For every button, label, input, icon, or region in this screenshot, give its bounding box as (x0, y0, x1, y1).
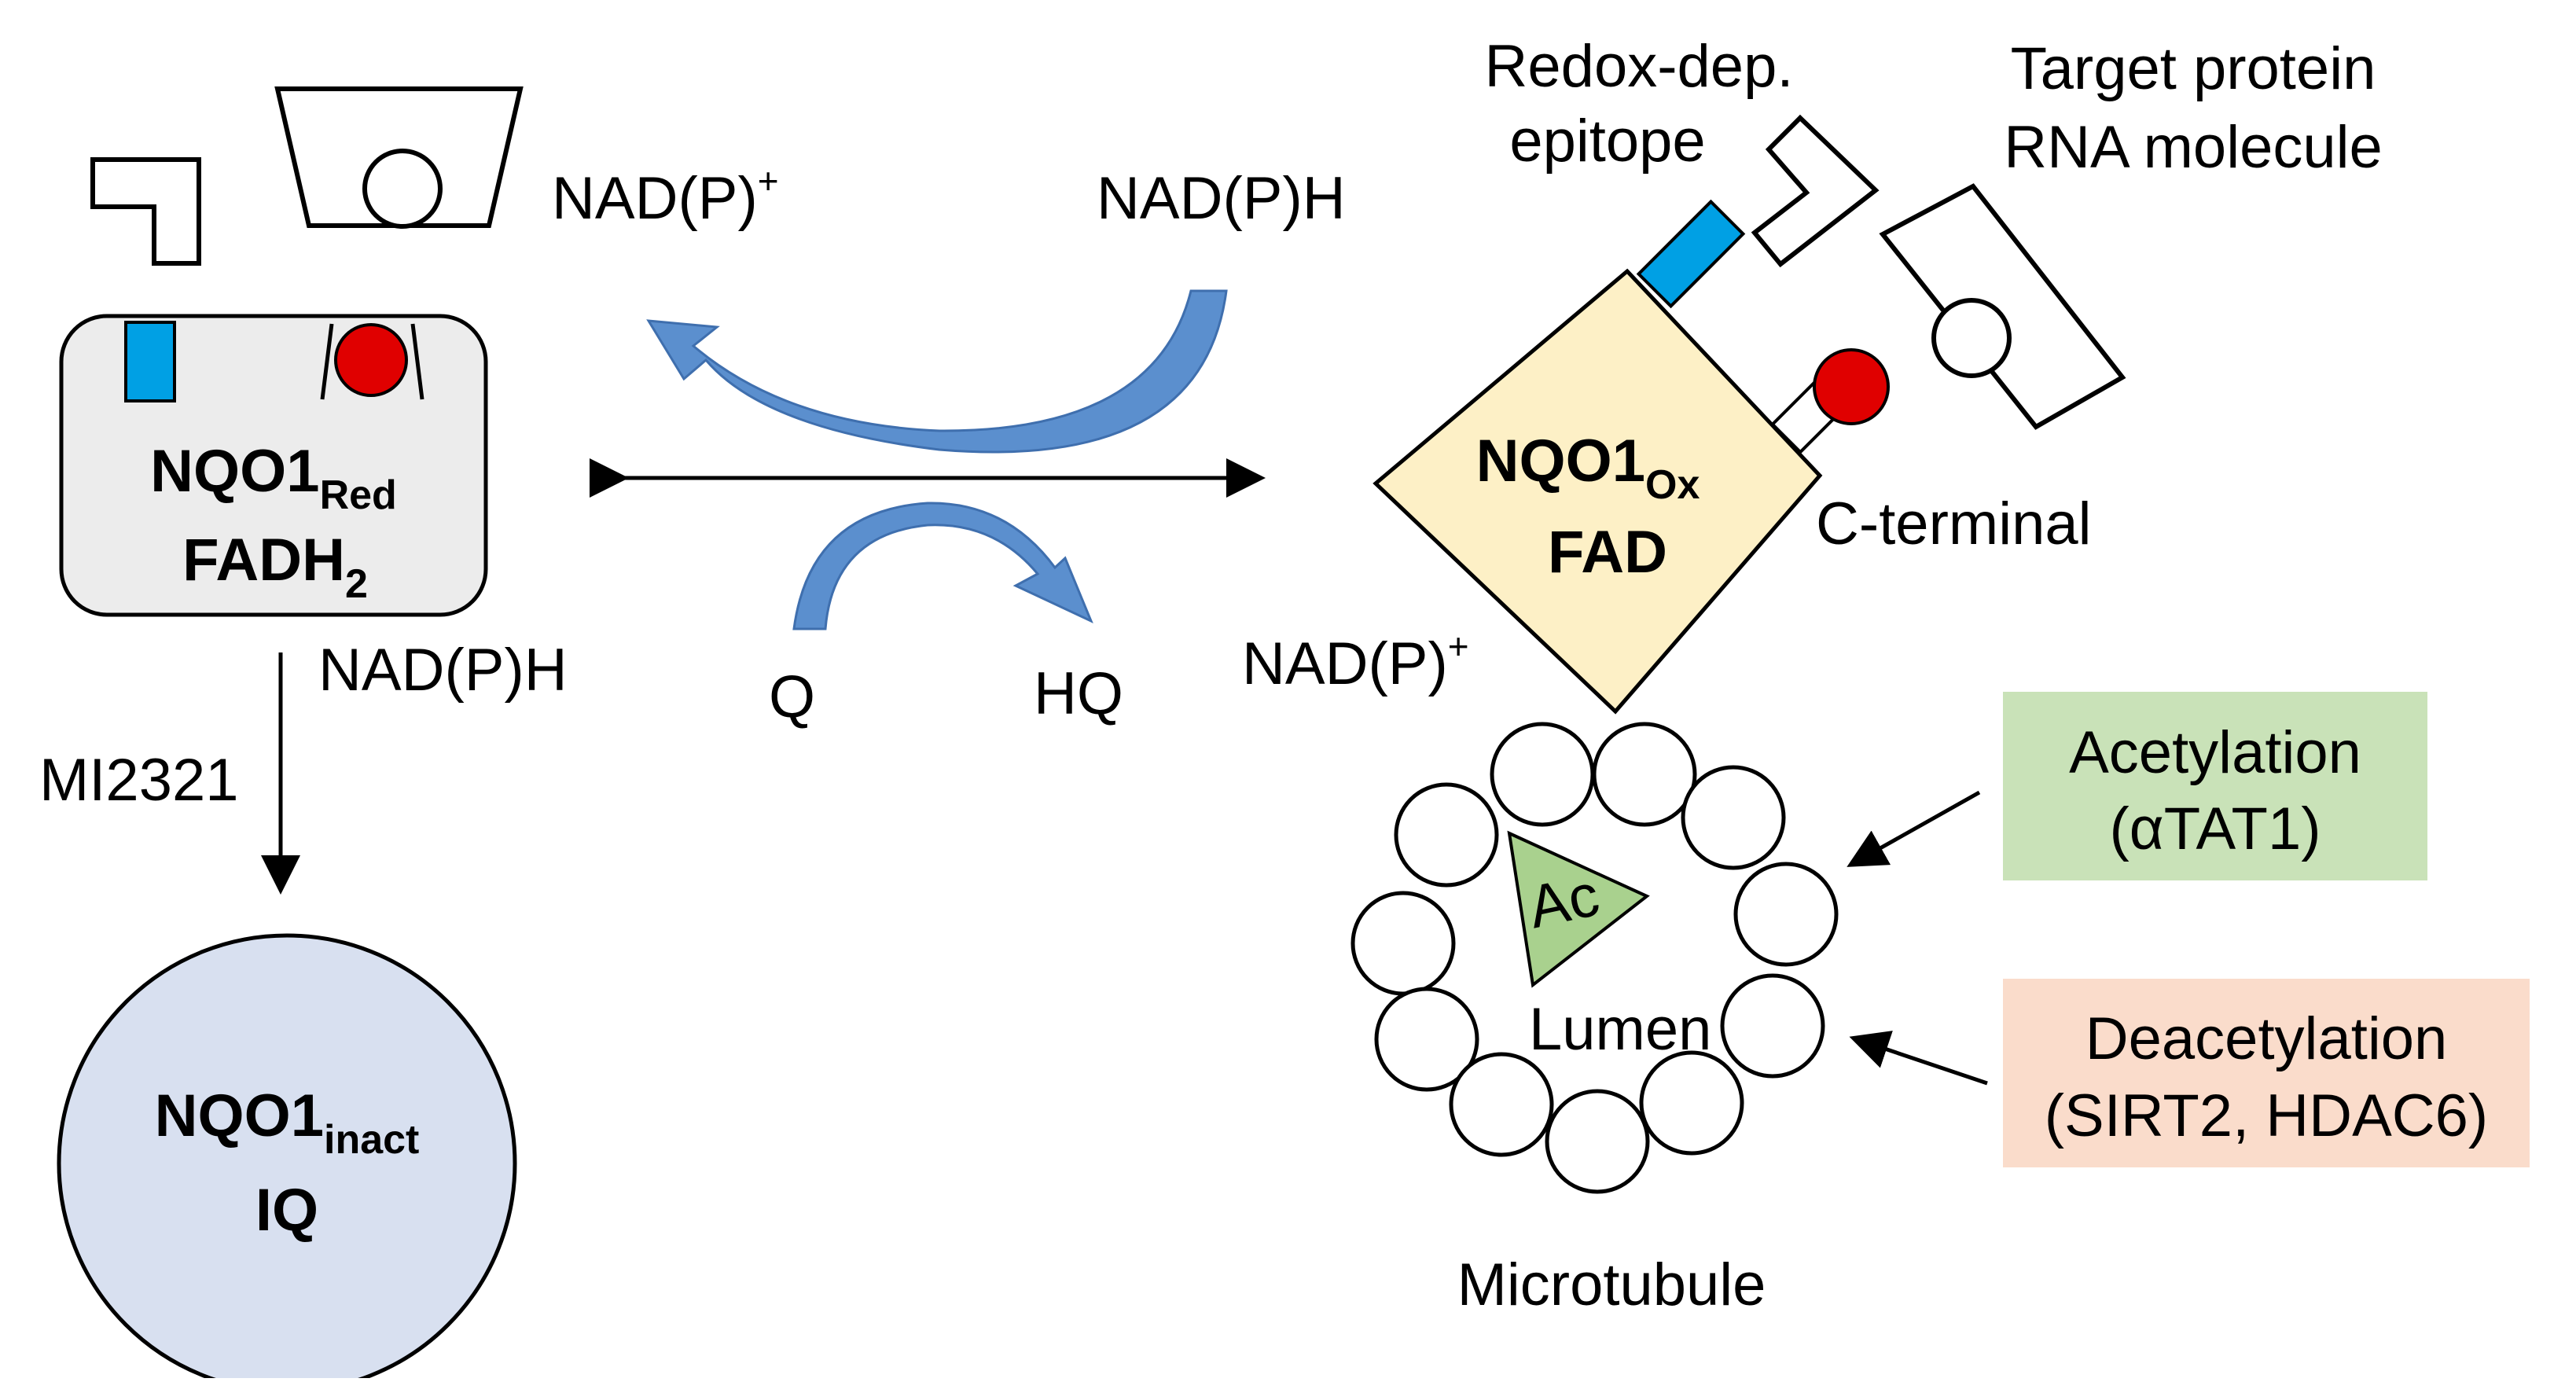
sirt2-hdac6-label: (SIRT2, HDAC6) (2045, 1082, 2488, 1149)
redox-epitope-label-1: Redox-dep. (1485, 33, 1794, 100)
nadp-plus-right-label: NAD(P)+ (1242, 626, 1469, 697)
target-label-1: Target protein (2011, 35, 2376, 102)
lower-curved-arrow (792, 502, 1093, 630)
ac-label: Ac (1523, 862, 1604, 942)
tubulin-subunit (1449, 1052, 1554, 1157)
iq-label: IQ (255, 1177, 318, 1244)
parallelogram-target-icon (1879, 183, 2126, 430)
q-label: Q (769, 663, 815, 730)
acetylation-arrow (1847, 790, 1981, 867)
nadp-plus-top-label: NAD(P)+ (552, 160, 779, 232)
acetylation-label: Acetylation (2069, 719, 2361, 786)
tubulin-subunit (1639, 1050, 1744, 1156)
nqo1-ox-label: NQO1Ox (1476, 428, 1700, 508)
nadph-top-label: NAD(P)H (1097, 165, 1346, 232)
fad-label: FAD (1548, 519, 1667, 586)
tubulin-subunit (1681, 765, 1786, 870)
blue-marker-ox (1636, 199, 1746, 309)
tubulin-subunit (1720, 973, 1825, 1079)
l-shape-ligand-icon (90, 157, 201, 266)
deacetylation-arrow (1849, 1031, 1988, 1086)
nqo1-red-label: NQO1Red (150, 438, 397, 518)
acetylation-box: Acetylation (αTAT1) (2003, 692, 2427, 880)
target-label-2: RNA molecule (2004, 114, 2383, 181)
deacetylation-box: Deacetylation (SIRT2, HDAC6) (2003, 979, 2530, 1167)
blue-marker-red (124, 321, 176, 402)
tubulin-subunit (1374, 987, 1479, 1092)
lumen-label: Lumen (1529, 996, 1711, 1063)
microtubule-label: Microtubule (1457, 1252, 1766, 1318)
chevron-epitope-icon (1751, 114, 1880, 268)
nqo1-ox-node: NQO1Ox FAD (1373, 199, 1890, 715)
c-terminal-label: C-terminal (1816, 491, 2092, 557)
atat1-label: (αTAT1) (2109, 796, 2321, 862)
fadh2-label: FADH2 (182, 527, 368, 607)
nqo1-red-node: NQO1Red FADH2 (59, 314, 488, 617)
red-marker-ox (1813, 348, 1890, 425)
tubulin-subunit (1350, 891, 1456, 996)
hq-label: HQ (1034, 660, 1123, 727)
trapezoid-ligand-icon (274, 86, 524, 229)
acetyl-triangle (1507, 830, 1650, 988)
red-marker-red (334, 323, 408, 397)
tubulin-subunit (1592, 722, 1697, 827)
upper-curved-arrow (646, 289, 1228, 454)
tubulin-subunit (1733, 862, 1839, 967)
tubulin-subunit (1394, 782, 1499, 888)
nqo1-inact-label: NQO1inact (155, 1082, 420, 1163)
deacetylation-label: Deacetylation (2085, 1005, 2448, 1072)
microtubule-ring (1350, 722, 1839, 1194)
redox-epitope-label-2: epitope (1509, 108, 1705, 175)
mi2321-label: MI2321 (39, 747, 239, 814)
nadph-left-label: NAD(P)H (318, 637, 568, 704)
nqo1-inact-node: NQO1inact IQ (57, 933, 517, 1382)
tubulin-subunit (1490, 722, 1595, 827)
tubulin-subunit (1545, 1089, 1650, 1194)
